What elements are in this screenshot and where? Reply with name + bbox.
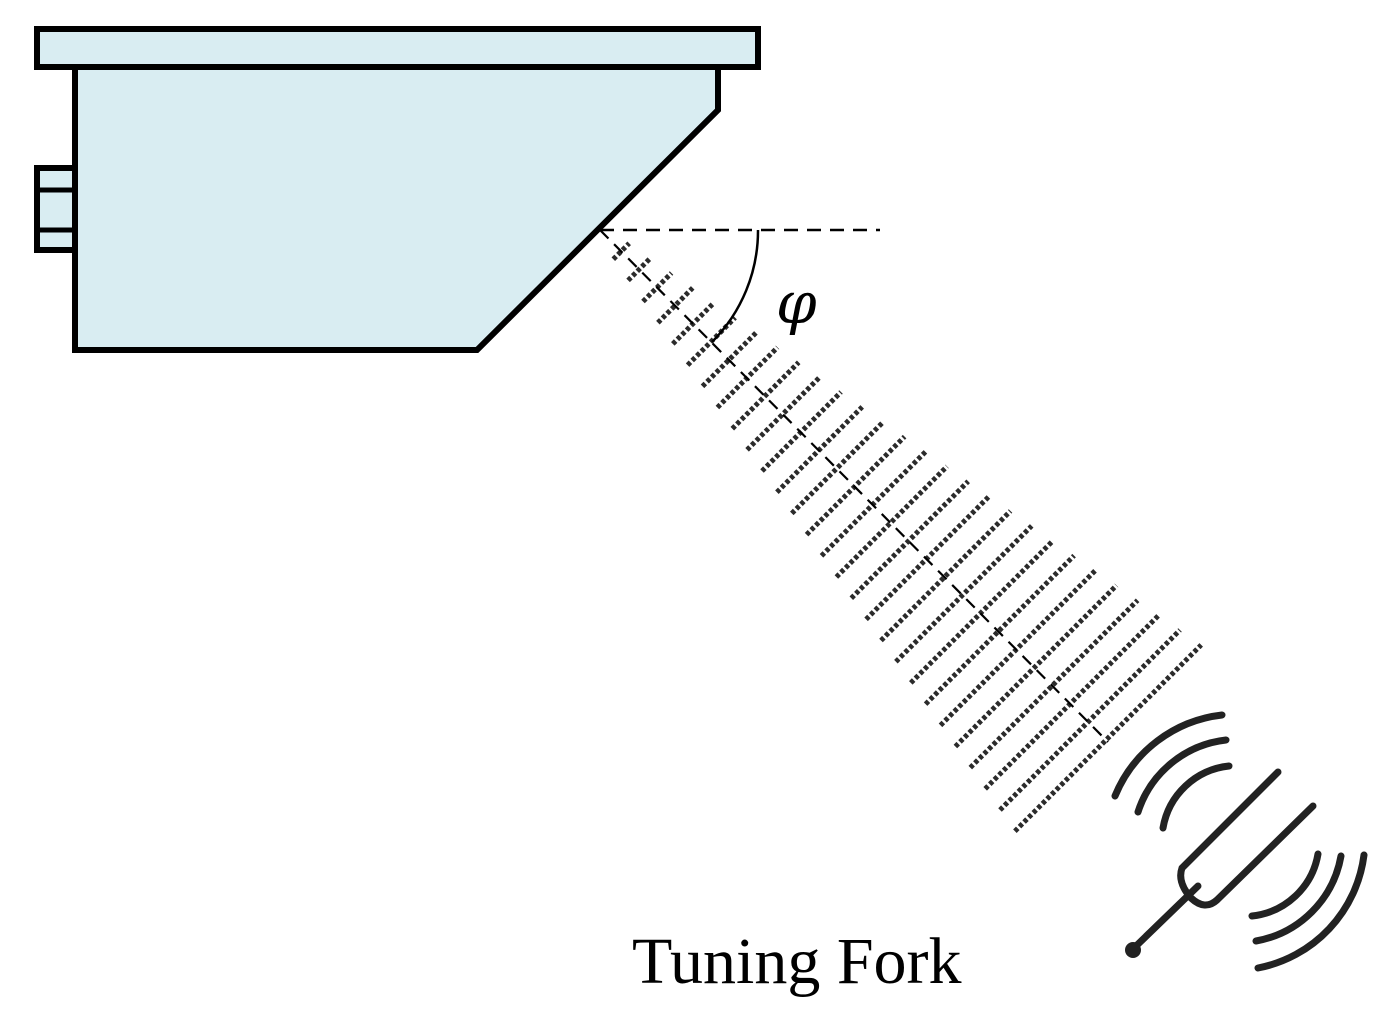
beam-stripe <box>656 286 695 325</box>
side-connector <box>34 165 78 253</box>
beam-stripe <box>775 405 864 494</box>
beam-stripe <box>909 539 1055 685</box>
beam-stripe <box>626 256 653 283</box>
beam-stripe <box>804 434 907 537</box>
angle-arc <box>711 229 760 343</box>
beam-stripe <box>879 509 1013 643</box>
beam-stripe <box>745 375 822 452</box>
beam-stripe <box>819 449 928 558</box>
beam-stripe <box>611 241 631 261</box>
beam-stripe <box>938 568 1098 728</box>
beam-axis-line <box>599 229 1109 743</box>
beam-stripe <box>923 553 1076 706</box>
sound-beam <box>611 241 1203 833</box>
sensor-device <box>34 26 761 353</box>
device-top-plate <box>34 26 761 70</box>
beam-stripe <box>968 598 1140 770</box>
beam-stripe <box>671 301 716 346</box>
beam-stripe <box>790 420 886 516</box>
beam-stripe <box>834 464 949 579</box>
tuning-fork-caption: Tuning Fork <box>632 925 962 998</box>
beam-stripe <box>1013 643 1203 833</box>
beam-stripe <box>983 613 1161 791</box>
device-body <box>72 64 721 353</box>
beam-stripe <box>849 479 970 600</box>
beam-stripe <box>998 628 1182 812</box>
beam-stripe <box>953 583 1119 749</box>
beam-stripe <box>760 390 843 473</box>
beam-stripe <box>864 494 992 622</box>
tuning-fork-icon <box>1111 711 1368 972</box>
angle-symbol: φ <box>776 269 817 337</box>
beam-stripe <box>730 360 801 431</box>
beam-stripe <box>894 524 1034 664</box>
